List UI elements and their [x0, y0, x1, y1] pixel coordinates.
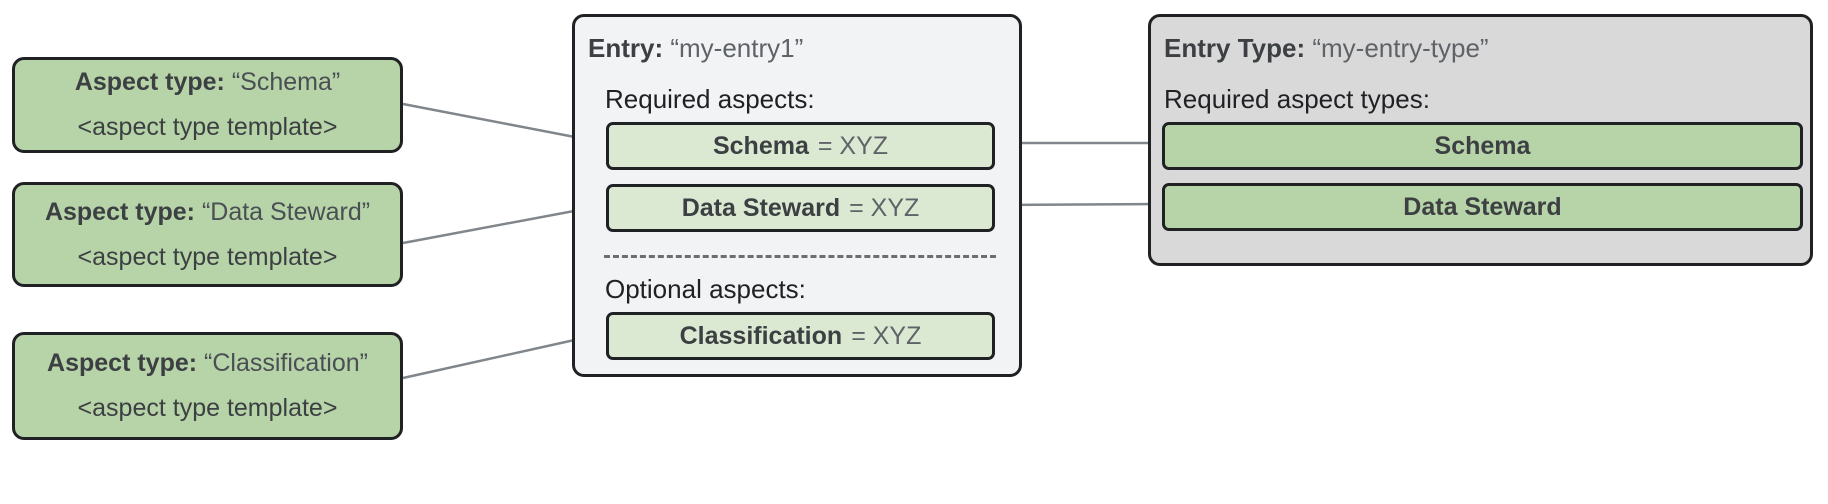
aspect-chip-value: = XYZ	[817, 131, 889, 160]
optional-aspects-label: Optional aspects:	[605, 274, 806, 304]
aspect-type-card-classification[interactable]: Aspect type: “Classification” <aspect ty…	[12, 332, 403, 440]
entry-type-title-value: “my-entry-type”	[1312, 33, 1489, 63]
aspect-chip-schema[interactable]: Schema = XYZ	[606, 122, 995, 170]
aspect-type-chip-name: Data Steward	[1403, 192, 1562, 221]
aspect-type-card-data-steward[interactable]: Aspect type: “Data Steward” <aspect type…	[12, 182, 403, 287]
aspect-type-value: “Classification”	[204, 349, 368, 377]
entry-type-panel-title: Entry Type: “my-entry-type”	[1164, 33, 1489, 64]
aspect-type-value: “Schema”	[231, 68, 341, 96]
aspect-type-template: <aspect type template>	[77, 113, 338, 141]
entry-type-title-key: Entry Type:	[1164, 33, 1306, 63]
aspect-chip-classification[interactable]: Classification = XYZ	[606, 312, 995, 360]
aspect-chip-value: = XYZ	[849, 193, 920, 222]
aspect-type-title: Aspect type: “Data Steward”	[45, 198, 370, 227]
aspect-type-template: <aspect type template>	[77, 242, 338, 271]
aspect-type-key: Aspect type:	[44, 197, 195, 226]
aspect-chip-value: = XYZ	[851, 321, 922, 350]
aspect-type-chip-schema[interactable]: Schema	[1162, 122, 1803, 170]
aspect-type-card-schema[interactable]: Aspect type: “Schema” <aspect type templ…	[12, 57, 403, 153]
aspect-type-chip-name: Schema	[1434, 131, 1531, 160]
entry-title-value: “my-entry1”	[670, 33, 804, 63]
entry-title-key: Entry:	[588, 33, 664, 63]
aspect-type-title: Aspect type: “Classification”	[47, 349, 368, 378]
aspect-chip-name: Data Steward	[681, 193, 841, 222]
aspect-type-title: Aspect type: “Schema”	[75, 68, 340, 97]
required-aspects-label: Required aspects:	[605, 84, 815, 114]
aspect-type-template: <aspect type template>	[77, 394, 338, 422]
entry-type-panel: Entry Type: “my-entry-type” Required asp…	[1148, 14, 1813, 266]
aspect-type-value: “Data Steward”	[201, 197, 371, 226]
aspect-chip-name: Classification	[679, 321, 843, 350]
aspect-type-key: Aspect type:	[47, 349, 198, 377]
aspect-type-chip-data-steward[interactable]: Data Steward	[1162, 183, 1803, 231]
entry-panel-title: Entry: “my-entry1”	[588, 33, 803, 64]
entry-panel: Entry: “my-entry1” Required aspects: Sch…	[572, 14, 1022, 377]
aspect-chip-data-steward[interactable]: Data Steward = XYZ	[606, 184, 995, 232]
aspect-type-key: Aspect type:	[74, 68, 225, 96]
aspect-chip-name: Schema	[712, 131, 809, 160]
required-optional-divider	[604, 255, 996, 258]
required-aspect-types-label: Required aspect types:	[1164, 84, 1430, 114]
